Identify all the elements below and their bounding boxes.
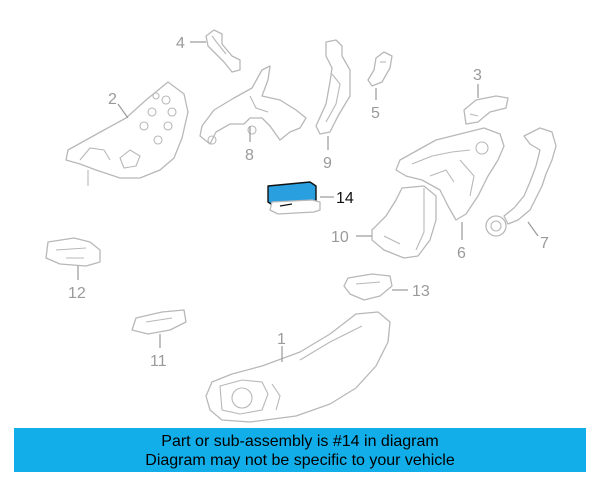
banner-line-2: Diagram may not be specific to your vehi… xyxy=(145,452,455,469)
leader-2 xyxy=(117,103,129,119)
part-9[interactable] xyxy=(315,39,351,135)
callout-3[interactable]: 3 xyxy=(473,67,482,84)
banner-line-1: Part or sub-assembly is #14 in diagram xyxy=(161,433,439,450)
callout-10[interactable]: 10 xyxy=(331,229,349,246)
part-11[interactable] xyxy=(131,309,187,335)
callout-5[interactable]: 5 xyxy=(371,105,380,122)
callout-11[interactable]: 11 xyxy=(150,353,167,370)
callout-12[interactable]: 12 xyxy=(68,285,86,302)
callout-14[interactable]: 14 xyxy=(336,190,354,207)
callout-4[interactable]: 4 xyxy=(176,35,185,52)
part-1[interactable] xyxy=(205,311,391,423)
info-banner: Part or sub-assembly is #14 in diagram D… xyxy=(14,428,586,472)
callout-2[interactable]: 2 xyxy=(108,91,117,108)
callout-7[interactable]: 7 xyxy=(540,235,549,252)
part-12[interactable] xyxy=(45,237,101,267)
parts-diagram: 4 2 8 9 5 3 xyxy=(45,29,557,423)
part-7[interactable] xyxy=(485,127,557,237)
callout-13[interactable]: 13 xyxy=(412,283,430,300)
part-6[interactable] xyxy=(395,127,505,221)
part-10[interactable] xyxy=(371,185,437,259)
part-13[interactable] xyxy=(343,273,393,301)
callout-8[interactable]: 8 xyxy=(245,147,254,164)
part-2[interactable] xyxy=(65,81,189,186)
callout-6[interactable]: 6 xyxy=(457,245,466,262)
part-5[interactable] xyxy=(367,51,393,87)
leader-7 xyxy=(527,221,539,237)
callout-1[interactable]: 1 xyxy=(277,331,286,348)
callout-9[interactable]: 9 xyxy=(323,155,332,172)
part-8[interactable] xyxy=(199,65,307,145)
part-4[interactable] xyxy=(205,29,241,73)
part-3[interactable] xyxy=(463,95,509,125)
part-14[interactable] xyxy=(267,181,321,215)
